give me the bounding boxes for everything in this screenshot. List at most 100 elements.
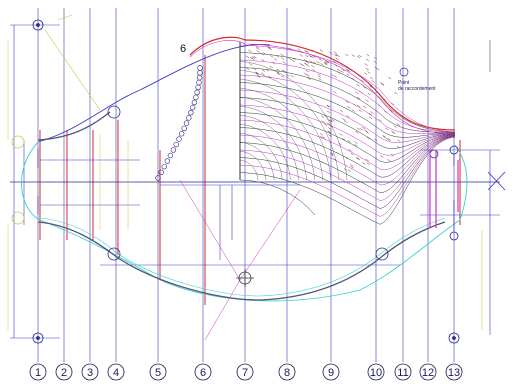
hatch-mark [330, 151, 334, 155]
bolt-circle [190, 104, 196, 111]
hatch-mark [397, 139, 401, 142]
hatch-mark [350, 152, 354, 156]
hatch-mark [343, 120, 348, 123]
hatch-mark [325, 60, 330, 64]
hatch-mark [297, 48, 301, 51]
hatch-mark [365, 158, 369, 162]
bolt-circle [193, 94, 199, 101]
hatch-mark [365, 67, 369, 71]
bolt-circle [155, 175, 161, 181]
hatch-mark [354, 141, 358, 144]
hatch-mark [308, 55, 312, 58]
hatch-marks [245, 45, 401, 172]
hatch-mark [267, 47, 271, 50]
hatch-mark [305, 54, 309, 58]
hatch-mark [364, 63, 368, 66]
hatch-mark [333, 158, 337, 161]
hatch-mark [312, 69, 316, 72]
hatch-mark [390, 154, 395, 157]
cross-symbol [487, 171, 506, 191]
hatch-mark [344, 156, 349, 160]
hatch-mark [385, 138, 390, 141]
hull-line [239, 89, 456, 143]
hatch-mark [378, 119, 382, 122]
tilted-dimension [44, 14, 101, 111]
hatch-mark [334, 75, 338, 78]
hatch-mark [326, 110, 331, 114]
gridline-label-9: 9 [328, 367, 334, 379]
hatch-mark [366, 162, 371, 166]
hatch-mark [343, 168, 348, 171]
hatch-mark [374, 66, 378, 70]
hatch-mark [341, 68, 345, 72]
hatch-mark [317, 75, 322, 79]
hatch-mark [380, 155, 384, 158]
hatch-mark [324, 62, 328, 66]
connection-note: Point de raccordement [398, 80, 436, 92]
hatch-mark [366, 54, 370, 57]
hull-line [239, 136, 456, 209]
hatch-mark [286, 74, 290, 77]
hull-line [239, 136, 456, 217]
hatch-mark [256, 50, 260, 53]
hatch-mark [267, 75, 272, 78]
hatch-mark [319, 136, 324, 139]
hatch-mark [382, 134, 386, 138]
upper-left-arch [37, 111, 111, 141]
hull-line [239, 104, 456, 156]
hull-line [239, 135, 456, 193]
hatch-mark [369, 85, 373, 88]
gridline-bubble-12 [419, 363, 437, 381]
hatch-mark [335, 151, 340, 155]
hatch-mark [323, 61, 328, 65]
gridline-label-10: 10 [370, 367, 382, 379]
hatch-mark [369, 76, 374, 80]
hatch-mark [347, 106, 351, 109]
hatch-mark [331, 119, 335, 122]
hatch-mark [326, 105, 330, 108]
gridline-bubble-11 [394, 363, 412, 381]
hatch-mark [275, 55, 280, 58]
radial-arc [239, 123, 291, 181]
hatch-mark [337, 71, 341, 74]
hatch-mark [277, 72, 281, 76]
gridline-label-5: 5 [155, 367, 161, 379]
radial-arc [239, 87, 323, 181]
hatch-mark [304, 72, 308, 76]
hatch-mark [316, 61, 320, 64]
hull-line [239, 119, 456, 170]
hatch-mark [362, 126, 366, 130]
connection-note-line2: de raccordement [398, 86, 436, 92]
hatch-mark [345, 69, 350, 72]
hatch-mark [305, 70, 310, 73]
hatch-mark [365, 99, 369, 102]
hatch-mark [327, 130, 331, 134]
hatch-mark [255, 45, 260, 49]
hatch-mark [290, 74, 294, 78]
center-marker [236, 269, 254, 287]
hatch-mark [320, 115, 325, 118]
gridline-bubble-4 [107, 363, 125, 381]
hatch-mark [345, 100, 349, 104]
hatch-mark [248, 63, 253, 66]
hatch-mark [365, 58, 370, 62]
hatch-mark [387, 159, 391, 162]
hatch-mark [320, 63, 324, 66]
hatch-mark [335, 57, 339, 61]
hatch-mark [299, 54, 303, 57]
hatch-mark [350, 164, 354, 167]
hatch-mark [322, 136, 326, 139]
hatch-mark [327, 122, 331, 126]
hatch-mark [345, 53, 349, 57]
bolt-circle [188, 109, 194, 116]
bolt-circle [195, 84, 201, 91]
hatch-mark [253, 67, 257, 70]
hatch-mark [265, 69, 269, 72]
hatch-mark [381, 83, 385, 86]
hatch-mark [359, 128, 363, 131]
hull-line [239, 112, 456, 163]
hatch-mark [392, 131, 396, 135]
hatch-mark [371, 80, 375, 83]
hatch-mark [306, 64, 310, 67]
